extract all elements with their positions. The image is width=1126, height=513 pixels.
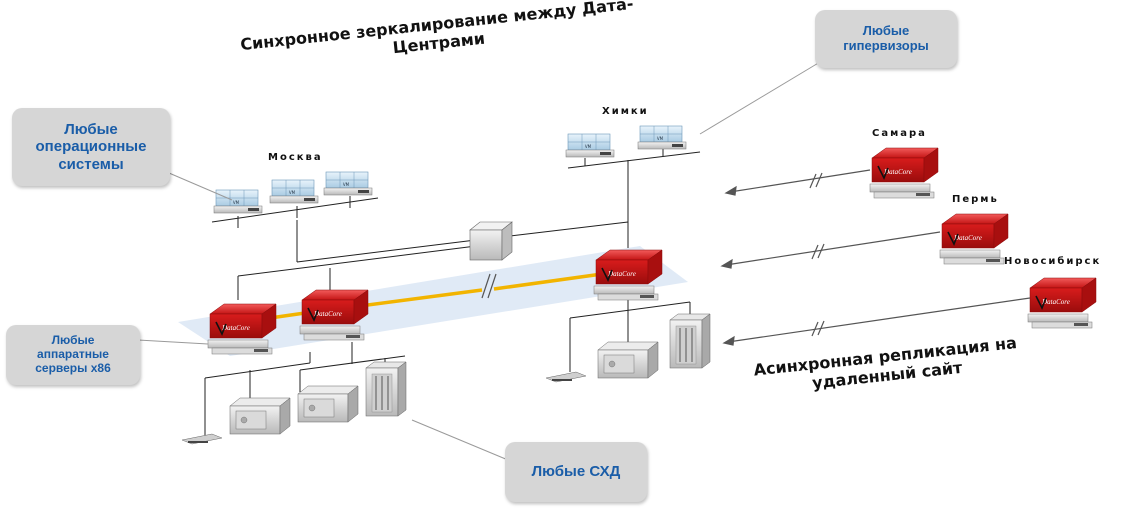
tape-device-1: [181, 433, 223, 445]
datacore-node-perm: [939, 213, 1009, 265]
site-label-khimki: Химки: [602, 106, 649, 117]
host-server-moscow-3: [323, 171, 373, 196]
callout-hardware-servers: Любые аппаратные серверы x86: [6, 325, 140, 385]
site-label-novosibirsk: Новосибирск: [1004, 256, 1102, 267]
host-server-khimki-1: [565, 133, 615, 158]
host-server-khimki-2: [637, 125, 687, 150]
host-server-moscow-1: [213, 189, 263, 214]
storage-tower-1: [365, 361, 407, 417]
async-replication-arrows: [720, 169, 1031, 346]
site-label-moscow: Москва: [268, 152, 323, 163]
storage-array-1: [229, 397, 291, 435]
datacore-node-samara: [869, 147, 939, 199]
host-server-moscow-2: [269, 179, 319, 204]
callout-storage: Любые СХД: [505, 442, 647, 502]
storage-array-3: [597, 341, 659, 379]
storage-tower-2: [669, 313, 711, 369]
site-label-perm: Пермь: [952, 194, 999, 205]
datacore-node-moscow-2: [299, 289, 369, 341]
network-switch: [469, 221, 513, 261]
tape-device-2: [545, 371, 587, 383]
callout-operating-systems: Любые операционные системы: [12, 108, 170, 186]
storage-array-2: [297, 385, 359, 423]
callout-hypervisors: Любые гипервизоры: [815, 10, 957, 68]
callout-pointers: [137, 61, 821, 461]
mirror-break-mark: [481, 273, 497, 299]
datacore-node-khimki: [593, 249, 663, 301]
site-label-samara: Самара: [872, 128, 927, 139]
datacore-node-novosibirsk: [1027, 277, 1097, 329]
datacore-node-moscow-1: [207, 303, 277, 355]
